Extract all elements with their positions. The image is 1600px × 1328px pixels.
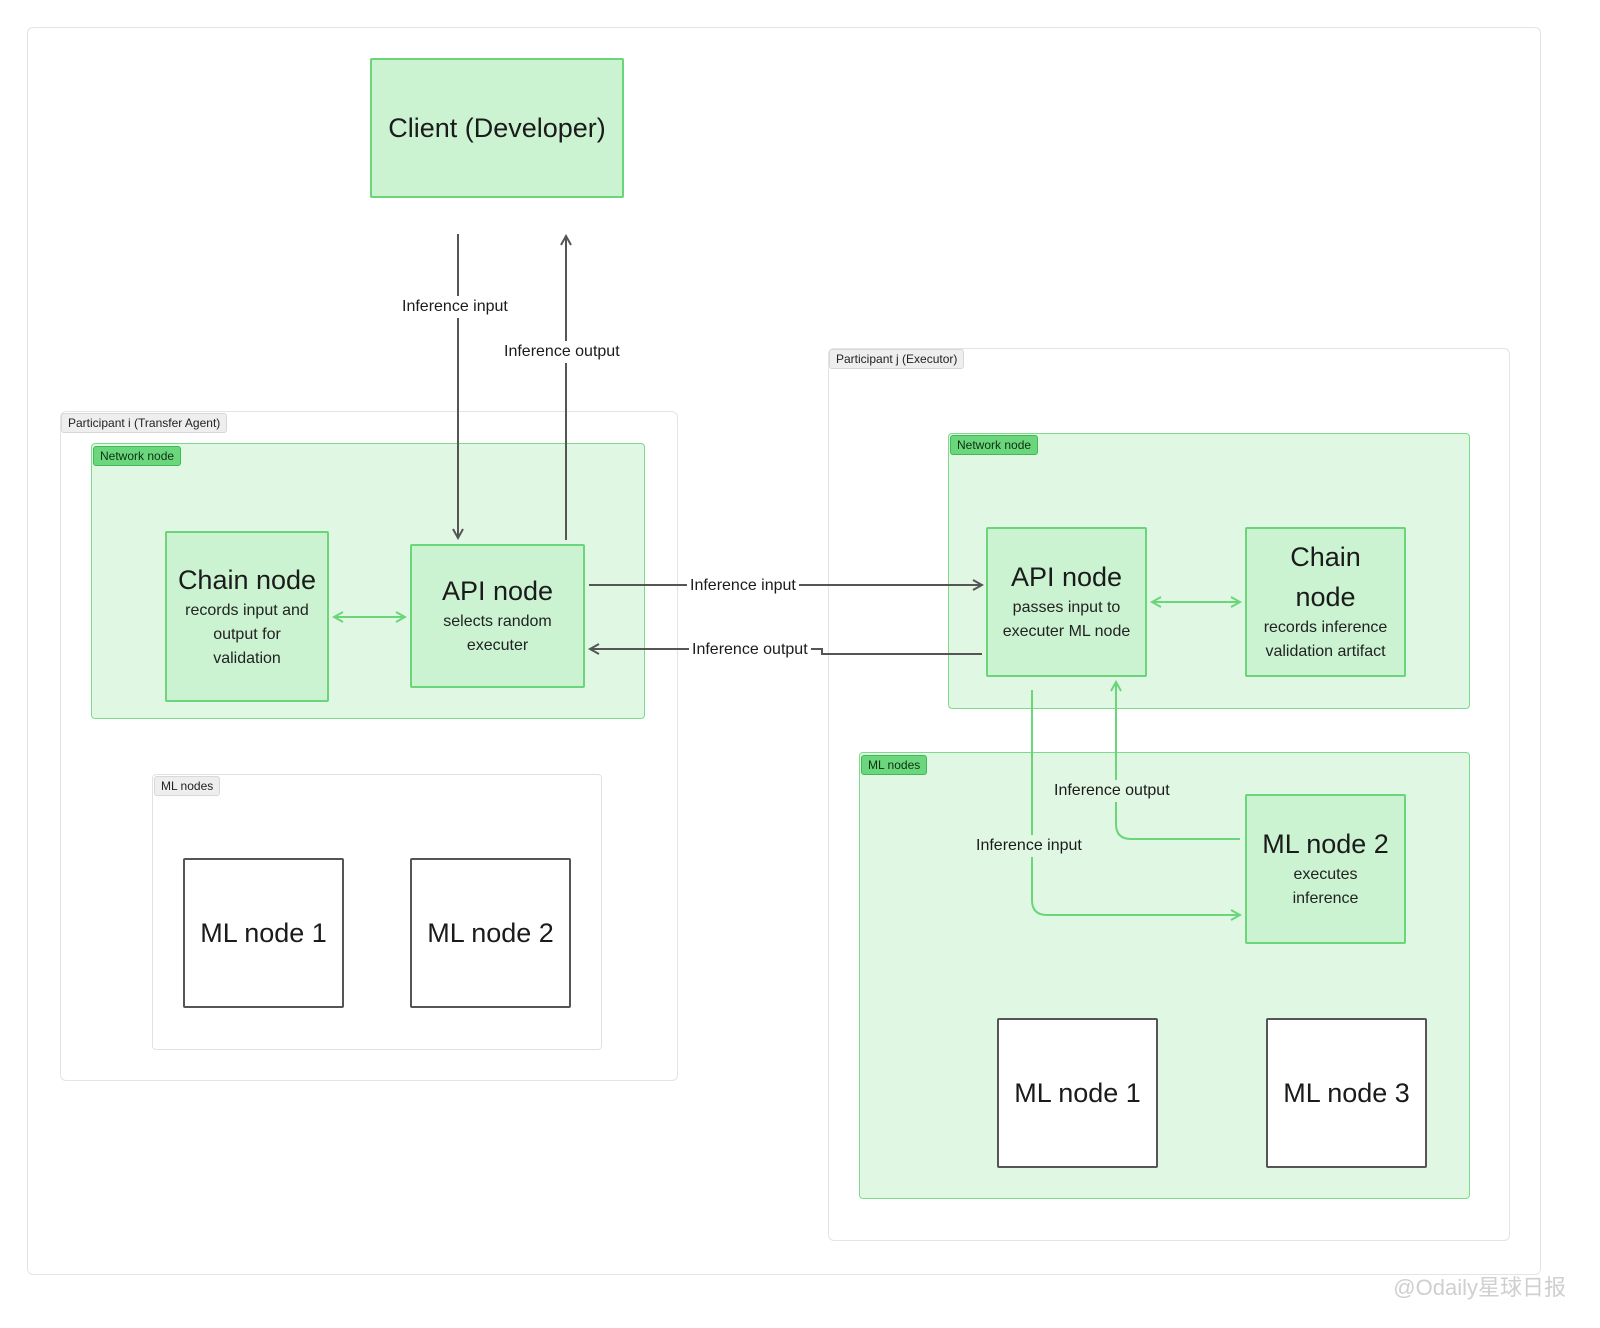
participant-i-ml-node-1: ML node 1 (183, 858, 344, 1008)
chain-node-j-desc-2: validation artifact (1265, 643, 1386, 660)
ml-node-j-3-title: ML node 3 (1283, 1078, 1410, 1108)
api-node-i-desc-1: selects random (443, 613, 552, 630)
ml-node-j-1-title: ML node 1 (1014, 1078, 1141, 1108)
participant-i-chain-node: Chain node records input and output for … (165, 531, 329, 702)
client-title: Client (Developer) (388, 113, 606, 143)
chain-node-j-desc-1: records inference (1263, 619, 1388, 636)
chain-node-i-desc-1: records input and (185, 601, 309, 619)
edge-label-ml2-to-api-j: Inference output (1051, 780, 1173, 802)
wire-ml2-to-api-j (1116, 682, 1240, 840)
ml-node-j-2-desc-1: executes (1293, 866, 1358, 883)
participant-j-chain-node: Chain node records inference validation … (1245, 527, 1406, 677)
edge-label-api-j-to-api-i: Inference output (689, 639, 811, 661)
participant-j-ml-node-2: ML node 2 executes inference (1245, 794, 1406, 944)
participant-i-network-label: Network node (93, 446, 182, 466)
client-developer-node: Client (Developer) (370, 58, 624, 198)
api-node-j-title: API node (1010, 562, 1123, 592)
edge-label-api-j-to-ml2: Inference input (973, 835, 1085, 857)
wire-api-j-to-ml2 (1031, 690, 1240, 915)
participant-j-ml-label: ML nodes (861, 755, 928, 775)
api-node-j-desc-1: passes input to (1012, 599, 1121, 616)
ml-node-j-2-title: ML node 2 (1262, 829, 1389, 859)
api-node-j-desc-2: executer ML node (1002, 623, 1131, 640)
outer-frame (27, 27, 1541, 1275)
api-node-i-title: API node (441, 576, 554, 606)
chain-node-i-title: Chain node (177, 564, 317, 595)
ml-node-i-1-title: ML node 1 (200, 918, 327, 948)
edge-label-client-to-api-i: Inference input (399, 296, 511, 318)
chain-node-j-title-2: node (1295, 582, 1356, 612)
participant-j-ml-node-3: ML node 3 (1266, 1018, 1427, 1168)
participant-i-ml-label: ML nodes (154, 776, 221, 796)
chain-node-j-title-1: Chain (1290, 542, 1361, 572)
chain-node-i-desc-3: validation (213, 649, 281, 667)
ml-node-j-2-desc-2: inference (1292, 890, 1359, 907)
participant-i-label: Participant i (Transfer Agent) (61, 413, 228, 433)
ml-node-i-2-title: ML node 2 (427, 918, 554, 948)
edge-label-api-i-to-client: Inference output (501, 341, 623, 363)
participant-i-ml-node-2: ML node 2 (410, 858, 571, 1008)
api-node-i-desc-2: executer (466, 637, 529, 654)
participant-i-frame (60, 411, 678, 1081)
participant-j-network-label: Network node (950, 435, 1039, 455)
edge-label-api-i-to-api-j: Inference input (687, 575, 799, 597)
participant-j-ml-node-1: ML node 1 (997, 1018, 1158, 1168)
participant-i-api-node: API node selects random executer (410, 544, 585, 688)
watermark-text: @Odaily星球日报 (1393, 1275, 1566, 1300)
participant-j-frame (828, 348, 1510, 1241)
chain-node-i-desc-2: output for (213, 625, 281, 643)
participant-j-label: Participant j (Executor) (829, 349, 965, 369)
participant-j-api-node: API node passes input to executer ML nod… (986, 527, 1147, 677)
